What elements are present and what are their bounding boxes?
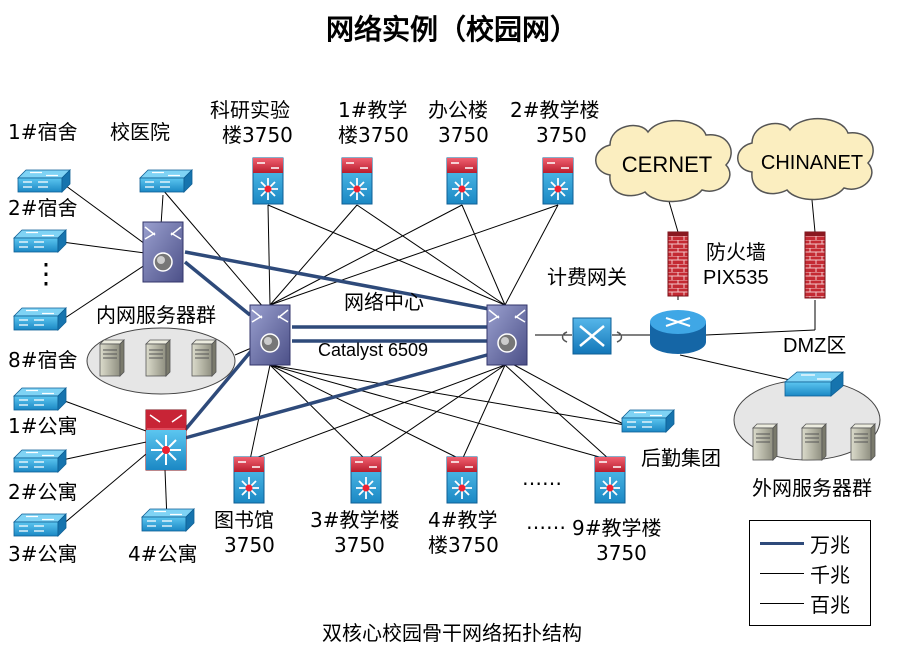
label-ellipsis-1: …… [522, 466, 562, 490]
label-office-line1: 办公楼 [428, 98, 488, 122]
workgroup-switch-apt3-icon [13, 513, 67, 537]
intranet-server-2-icon [145, 339, 171, 377]
backbone-links [183, 250, 506, 440]
label-library-line2: 3750 [224, 533, 275, 557]
firewall-pix535-icon [667, 231, 689, 297]
distribution-switch-upper-left-icon [142, 221, 184, 283]
extranet-server-2-icon [801, 423, 827, 461]
flat-switches [13, 169, 845, 537]
label-teach3-line2: 3750 [334, 533, 385, 557]
legend-item-1g: 千兆 [760, 559, 850, 587]
billing-gateway-icon [561, 317, 623, 355]
label-catalyst: Catalyst 6509 [318, 340, 429, 360]
router-icon [650, 310, 706, 354]
label-apt2: 2#公寓 [8, 480, 78, 504]
label-network-center: 网络中心 [344, 290, 424, 314]
chinanet-cloud [737, 117, 874, 201]
label-teach9-line1: 9#教学楼 [572, 516, 662, 540]
label-ellipsis-2: …… [526, 510, 566, 534]
label-intranet-servers: 内网服务器群 [96, 303, 216, 327]
legend-swatch-1g [760, 572, 804, 574]
label-chinanet: CHINANET [760, 152, 864, 174]
label-dmz: DMZ区 [783, 335, 847, 357]
intranet-server-1-icon [99, 339, 125, 377]
label-teach4-line1: 4#教学 [428, 508, 498, 532]
legend-label-10g: 万兆 [810, 532, 850, 557]
label-apt1: 1#公寓 [8, 414, 78, 438]
extranet-server-3-icon [850, 423, 876, 461]
legend-label-100m: 百兆 [810, 592, 850, 617]
workgroup-switch-apt4-icon [141, 508, 195, 532]
label-logistics: 后勤集团 [641, 446, 721, 470]
label-office-line2: 3750 [438, 123, 489, 147]
figure-caption: 双核心校园骨干网络拓扑结构 [322, 621, 582, 645]
distribution-switch-lower-left-icon [145, 409, 187, 471]
access-switch-teach3-icon [350, 456, 382, 504]
firewall-chinanet-icon [804, 231, 826, 299]
label-teach2-line2: 3750 [536, 123, 587, 147]
workgroup-switch-dorm8-icon [13, 307, 67, 331]
thin-links [61, 182, 816, 526]
access-switch-research-icon [252, 157, 284, 205]
access-switch-teach9-icon [594, 456, 626, 504]
workgroup-switch-hospital-icon [139, 169, 193, 193]
label-teach2-line1: 2#教学楼 [510, 98, 600, 122]
label-dorm8: 8#宿舍 [8, 348, 78, 372]
core-switch-right-icon [486, 304, 528, 366]
workgroup-switch-dorm1-icon [17, 169, 71, 193]
workgroup-switch-logistics-icon [621, 409, 675, 433]
label-firewall: 防火墙 [706, 240, 766, 264]
label-hospital: 校医院 [110, 120, 170, 144]
legend-swatch-100m [760, 602, 804, 604]
label-research-line2: 楼3750 [222, 123, 293, 147]
label-extranet-servers: 外网服务器群 [752, 476, 872, 500]
workgroup-switch-apt2-icon [13, 449, 67, 473]
access-switch-office-icon [446, 157, 478, 205]
label-apt3: 3#公寓 [8, 542, 78, 566]
core-switch-left-icon [249, 304, 291, 366]
label-firewall-model: PIX535 [703, 267, 769, 289]
label-dorm-ellipsis: ⋮ [32, 257, 60, 290]
label-library-line1: 图书馆 [214, 508, 274, 532]
label-dorm2: 2#宿舍 [8, 196, 78, 220]
legend-swatch-10g [760, 541, 804, 545]
cernet-cloud [595, 119, 732, 203]
legend-item-100m: 百兆 [760, 589, 850, 617]
access-switch-teach1-icon [341, 157, 373, 205]
legend-label-1g: 千兆 [810, 562, 850, 587]
page-title: 网络实例（校园网） [325, 13, 578, 46]
legend: 万兆 千兆 百兆 [749, 520, 871, 626]
access-switch-teach2-icon [542, 157, 574, 205]
label-research-line1: 科研实验 [210, 98, 290, 122]
workgroup-switch-apt1-icon [13, 387, 67, 411]
label-billing-gateway: 计费网关 [547, 265, 627, 289]
label-teach1-line1: 1#教学 [338, 98, 408, 122]
intranet-server-3-icon [191, 339, 217, 377]
dmz-switch-icon [783, 371, 845, 397]
label-teach4-line2: 楼3750 [428, 533, 499, 557]
access-switch-teach4-icon [446, 456, 478, 504]
workgroup-switch-dorm2-icon [13, 229, 67, 253]
label-apt4: 4#公寓 [128, 542, 198, 566]
label-cernet: CERNET [621, 152, 713, 177]
extranet-server-1-icon [752, 423, 778, 461]
access-switch-library-icon [233, 456, 265, 504]
label-dorm1: 1#宿舍 [8, 120, 78, 144]
legend-item-10g: 万兆 [760, 529, 850, 557]
label-teach9-line2: 3750 [596, 541, 647, 565]
label-teach1-line2: 楼3750 [338, 123, 409, 147]
label-teach3-line1: 3#教学楼 [310, 508, 400, 532]
servers [99, 339, 876, 461]
